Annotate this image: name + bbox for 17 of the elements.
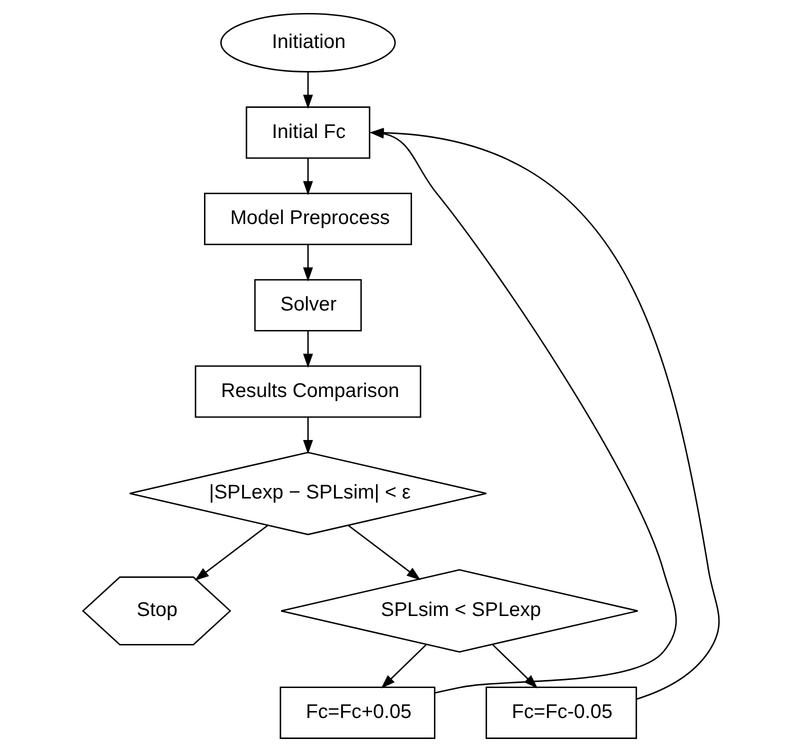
node-box: Model Preprocess	[204, 192, 412, 246]
node-box: Fc=Fc-0.05	[486, 686, 638, 739]
node-ellipse: Initiation	[220, 13, 396, 72]
arrow	[303, 72, 313, 109]
arrow	[303, 244, 313, 282]
arrow	[303, 158, 313, 196]
arrow	[194, 524, 268, 581]
arrow	[303, 417, 313, 454]
arrow	[381, 644, 427, 689]
arrow	[348, 524, 421, 580]
node-diamond: SPLsim < SPLexp	[280, 569, 638, 653]
node-box: Solver	[254, 279, 362, 332]
arrow	[303, 330, 313, 368]
node-box: Initial Fc	[246, 106, 370, 159]
node-diamond: |SPLexp − SPLsim| < ε	[129, 452, 488, 536]
node-box: Results Comparison	[194, 365, 422, 418]
node-box: Fc=Fc+0.05	[280, 686, 436, 739]
